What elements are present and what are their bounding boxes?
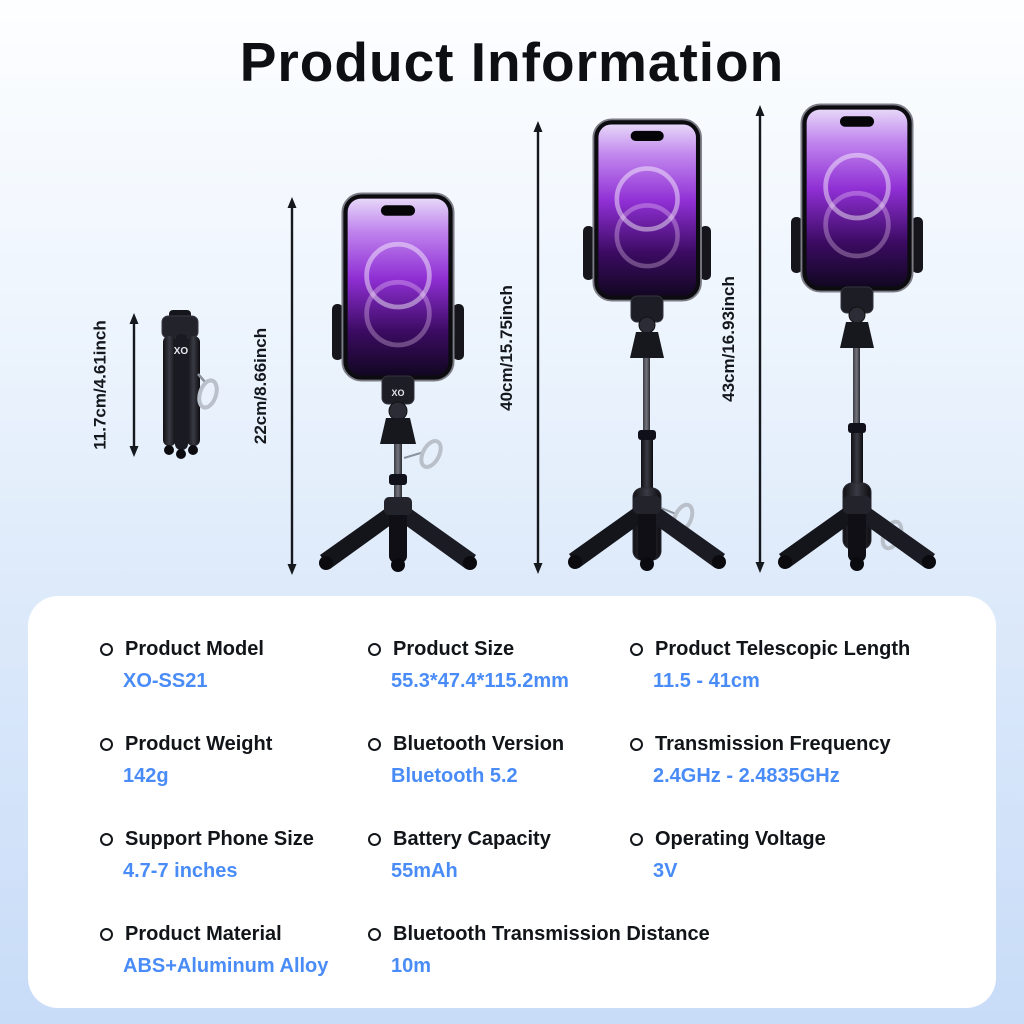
- phone-illustration: [342, 193, 453, 380]
- spec-value: 2.4GHz - 2.4835GHz: [653, 765, 840, 787]
- measurement-arrow-mid: [533, 121, 543, 574]
- brand-logo: XO: [174, 346, 189, 357]
- spec-label: Transmission Frequency: [655, 733, 891, 755]
- selfie-stick-full-illustration: [778, 103, 936, 571]
- spec-label: Bluetooth Transmission Distance: [393, 923, 710, 945]
- spec-value: 4.7-7 inches: [123, 860, 238, 882]
- bullet-icon: [368, 738, 381, 751]
- spec-telescopic-length: Product Telescopic Length 11.5 - 41cm: [630, 638, 956, 699]
- measurement-arrow-compact: [287, 197, 297, 575]
- bullet-icon: [368, 928, 381, 941]
- spec-label: Product Weight: [125, 733, 273, 755]
- tripod-illustration: [319, 497, 477, 572]
- spec-value: XO-SS21: [123, 670, 208, 692]
- phone-illustration: [801, 104, 912, 291]
- spec-label: Battery Capacity: [393, 828, 551, 850]
- spec-label: Bluetooth Version: [393, 733, 565, 755]
- measurement-label-full: 43cm/16.93inch: [719, 276, 739, 402]
- spec-label: Product Telescopic Length: [655, 638, 911, 660]
- spec-bt-transmission-distance: Bluetooth Transmission Distance 10m: [368, 923, 956, 984]
- bullet-icon: [630, 643, 643, 656]
- measurement-arrow-full: [755, 105, 765, 573]
- tripod-illustration: [568, 496, 726, 571]
- spec-label: Product Material: [125, 923, 282, 945]
- bullet-icon: [100, 643, 113, 656]
- selfie-stick-mid-illustration: [568, 118, 726, 571]
- bullet-icon: [368, 643, 381, 656]
- spec-value: 3V: [653, 860, 678, 882]
- carabiner-icon: [419, 439, 443, 469]
- spec-value: Bluetooth 5.2: [391, 765, 518, 787]
- spec-transmission-frequency: Transmission Frequency 2.4GHz - 2.4835GH…: [630, 733, 956, 794]
- bullet-icon: [100, 738, 113, 751]
- selfie-stick-folded-illustration: XO: [161, 310, 219, 459]
- phone-illustration: [593, 119, 701, 300]
- bullet-icon: [368, 833, 381, 846]
- spec-value: 10m: [391, 955, 432, 977]
- bullet-icon: [630, 738, 643, 751]
- spec-value: 55.3*47.4*115.2mm: [391, 670, 569, 692]
- spec-product-material: Product Material ABS+Aluminum Alloy: [100, 923, 368, 984]
- spec-bluetooth-version: Bluetooth Version Bluetooth 5.2: [368, 733, 630, 794]
- carabiner-icon: [197, 378, 219, 410]
- spec-support-phone-size: Support Phone Size 4.7-7 inches: [100, 828, 368, 889]
- spec-label: Product Size: [393, 638, 515, 660]
- spec-product-size: Product Size 55.3*47.4*115.2mm: [368, 638, 630, 699]
- measurement-label-folded: 11.7cm/4.61inch: [91, 320, 111, 450]
- bullet-icon: [630, 833, 643, 846]
- measurement-label-compact: 22cm/8.66inch: [251, 327, 270, 445]
- spec-value: ABS+Aluminum Alloy: [123, 955, 329, 977]
- measurement-label-mid: 40cm/15.75inch: [497, 284, 517, 411]
- selfie-stick-compact-illustration: XO: [319, 192, 477, 572]
- measurement-arrow-folded: [129, 313, 139, 457]
- bullet-icon: [100, 833, 113, 846]
- spec-product-weight: Product Weight 142g: [100, 733, 368, 794]
- spec-operating-voltage: Operating Voltage 3V: [630, 828, 956, 889]
- spec-label: Product Model: [125, 638, 264, 660]
- page-title: Product Information: [239, 31, 785, 93]
- tripod-illustration: [778, 496, 936, 571]
- spec-value: 55mAh: [391, 860, 458, 882]
- spec-product-model: Product Model XO-SS21: [100, 638, 368, 699]
- spec-battery-capacity: Battery Capacity 55mAh: [368, 828, 630, 889]
- spec-value: 11.5 - 41cm: [653, 670, 760, 692]
- bullet-icon: [100, 928, 113, 941]
- brand-logo: XO: [391, 388, 404, 398]
- spec-label: Operating Voltage: [655, 828, 826, 850]
- spec-value: 142g: [123, 765, 169, 787]
- spec-card: Product Model XO-SS21 Product Size 55.3*…: [28, 596, 996, 1008]
- spec-label: Support Phone Size: [125, 828, 314, 850]
